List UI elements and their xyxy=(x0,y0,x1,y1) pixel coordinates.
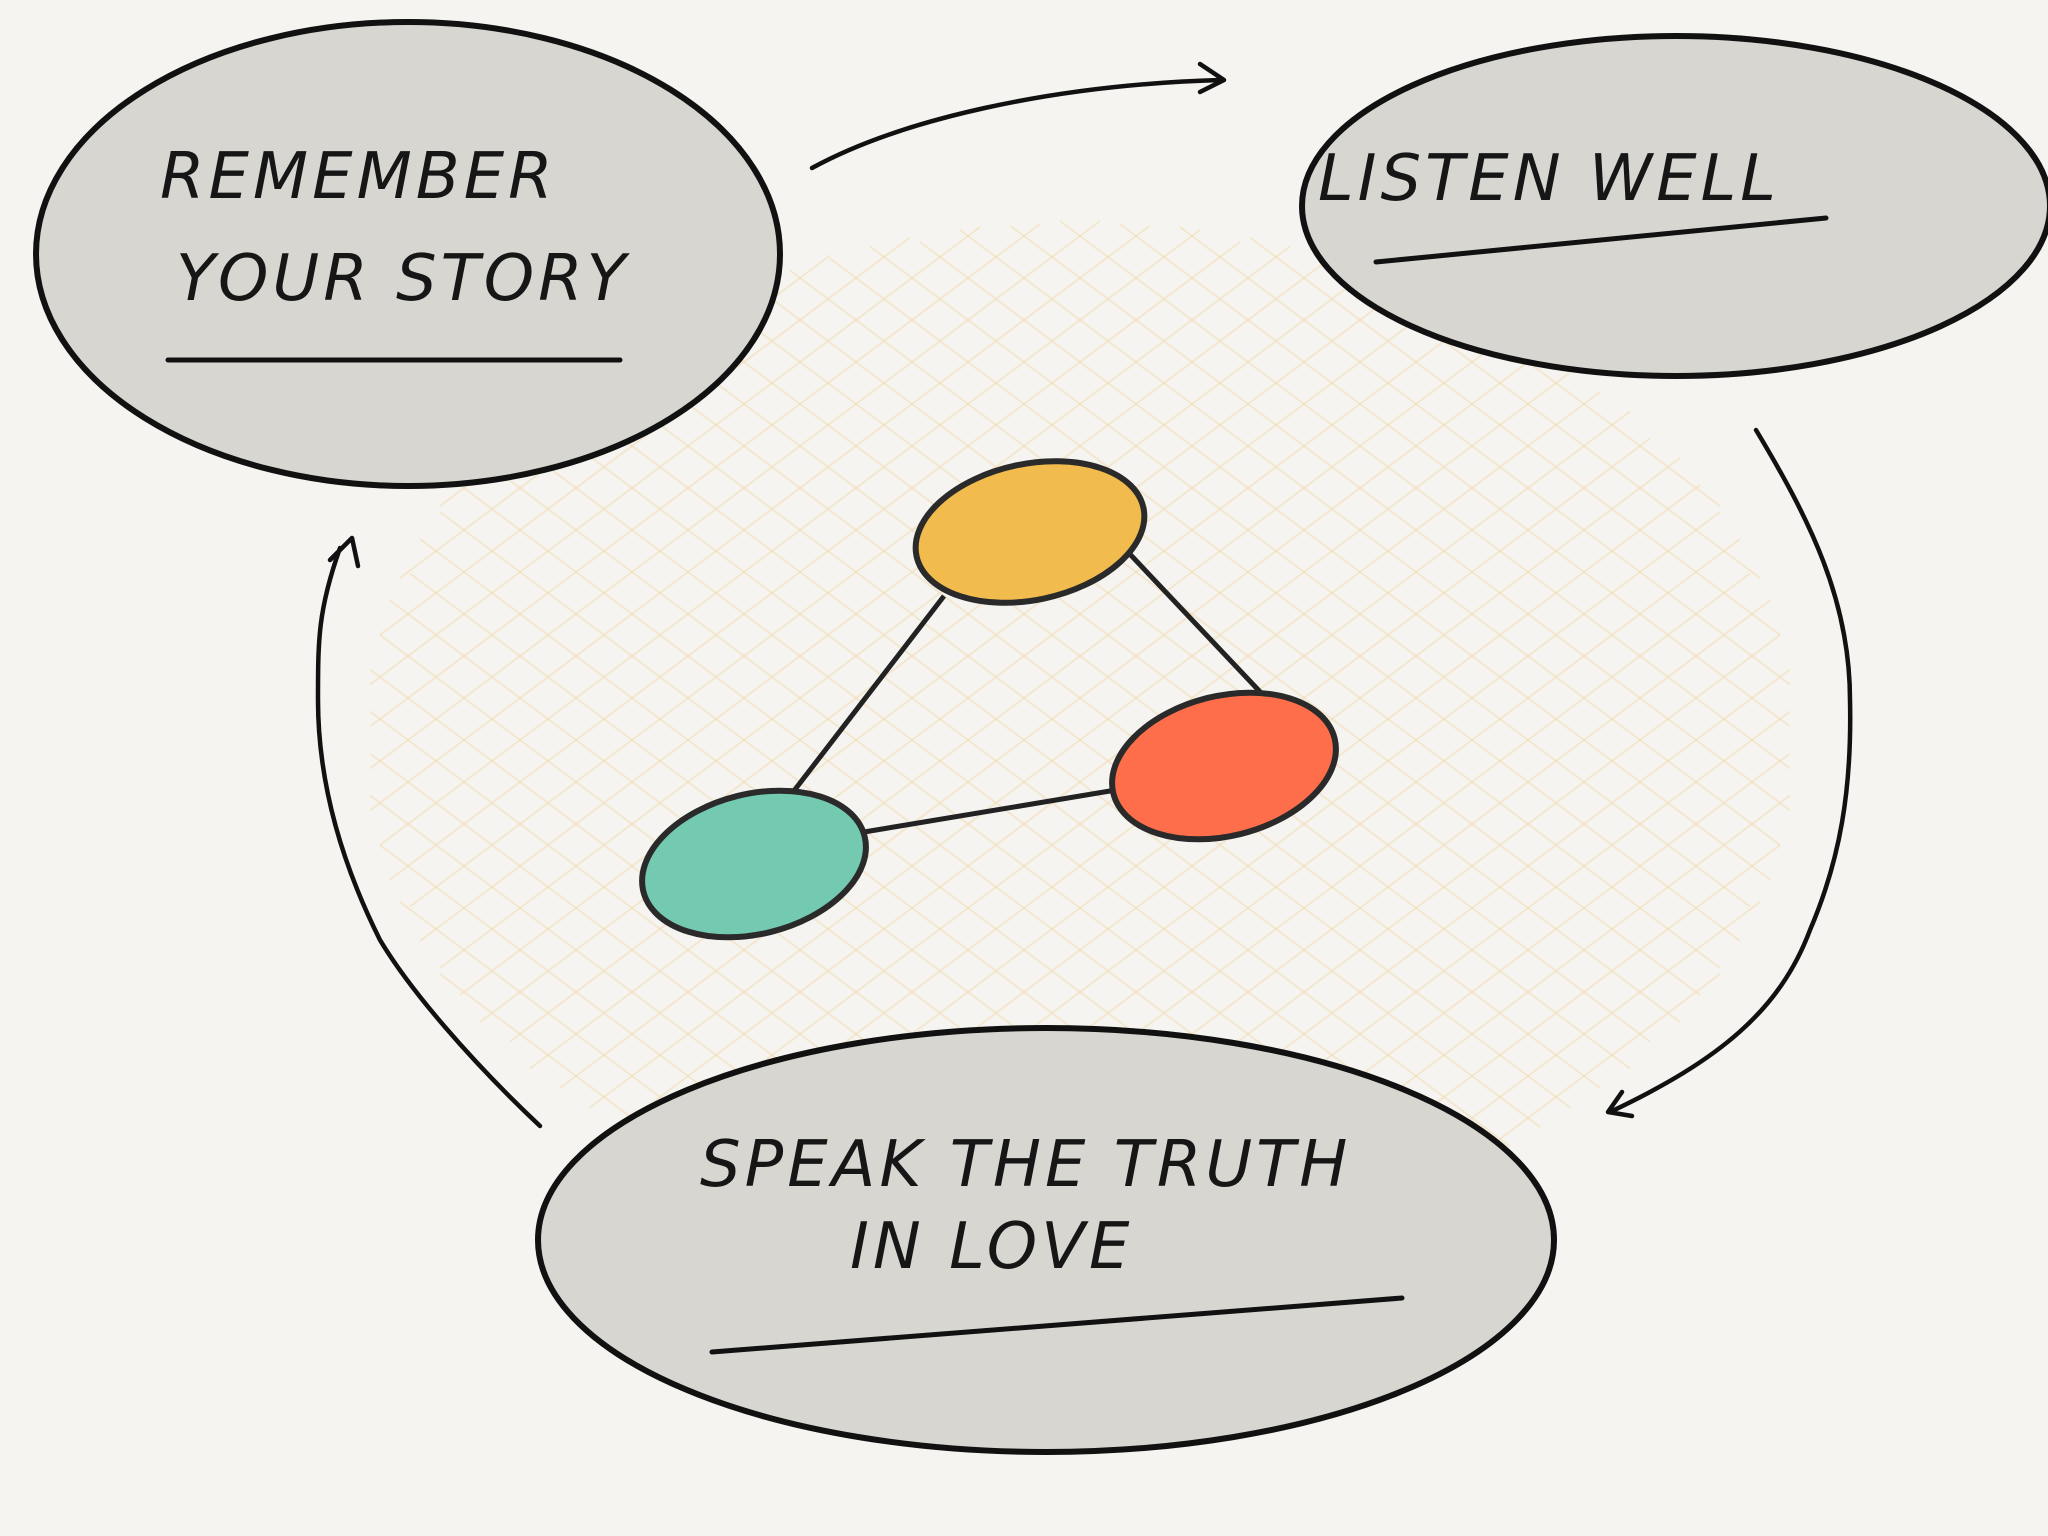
hatch-line xyxy=(1179,226,1791,686)
hatch-line xyxy=(1009,224,1791,812)
hatch-line xyxy=(1119,223,1791,728)
hatch-line xyxy=(679,313,1651,1043)
hatch-line xyxy=(559,391,1541,1128)
hatch-line xyxy=(509,437,1481,1167)
hatch-line xyxy=(1249,236,1781,636)
hatch-line xyxy=(619,391,1601,1128)
hatch-line xyxy=(479,293,1451,1023)
hatch-line xyxy=(559,352,1541,1089)
hatch-line xyxy=(529,332,1511,1070)
hatch-line xyxy=(459,281,1411,996)
hatch-line xyxy=(829,257,1741,942)
hatch-line xyxy=(869,245,1751,908)
hatch-line xyxy=(649,332,1631,1070)
arrowhead-story xyxy=(327,535,361,569)
arrow-truth-to-story xyxy=(315,545,543,1129)
arrow-listen-to-truth xyxy=(1607,427,1853,1115)
hatch-line xyxy=(749,281,1701,996)
arrowhead-truth xyxy=(1605,1089,1635,1119)
hatch-line xyxy=(369,223,1041,728)
hatch-line xyxy=(619,352,1601,1089)
hatch-line xyxy=(439,269,1371,969)
bubble-listen-well: Listen Well xyxy=(1299,33,2048,379)
hatch-line xyxy=(369,224,1151,812)
hatch-line xyxy=(529,410,1511,1148)
node-top xyxy=(912,458,1148,606)
connection-network xyxy=(639,458,1339,941)
bubble-outline xyxy=(33,19,783,489)
arrowhead-listen xyxy=(1197,61,1227,95)
hatch-line xyxy=(369,226,981,686)
hatch-line xyxy=(709,293,1681,1023)
hatch-line xyxy=(919,241,1771,881)
bubble-speak-the-truth: Speak the Truth in Love xyxy=(535,1025,1557,1455)
hatch-line xyxy=(379,236,911,636)
bubble-text-line1: Speak the Truth xyxy=(700,1128,1351,1202)
bubble-text-line1: Listen Well xyxy=(1318,142,1780,216)
hatch-line xyxy=(959,229,1781,846)
arrow-story-to-listen xyxy=(809,77,1223,171)
hatch-line xyxy=(419,257,1331,942)
bubble-underline xyxy=(709,1295,1405,1355)
bubble-underline xyxy=(1373,215,1829,265)
hatch-line xyxy=(589,371,1571,1109)
link-top-left xyxy=(788,594,946,798)
link-top-right xyxy=(1124,548,1266,698)
node-right xyxy=(1109,689,1339,843)
bubble-remember-your-story: Remember Your Story xyxy=(33,19,783,489)
bubble-text-line2: in Love xyxy=(850,1210,1133,1284)
hatch-line xyxy=(389,241,1241,881)
bubble-text-line1: Remember xyxy=(160,140,557,214)
bubble-text-line2: Your Story xyxy=(176,242,631,316)
hatch-line xyxy=(409,245,1291,908)
node-left xyxy=(639,787,869,941)
bubble-outline xyxy=(1299,33,2048,379)
hatch-line xyxy=(789,269,1721,969)
cycle-arrows xyxy=(315,61,1853,1129)
link-left-right xyxy=(863,781,1153,835)
hatch-line xyxy=(379,229,1201,846)
